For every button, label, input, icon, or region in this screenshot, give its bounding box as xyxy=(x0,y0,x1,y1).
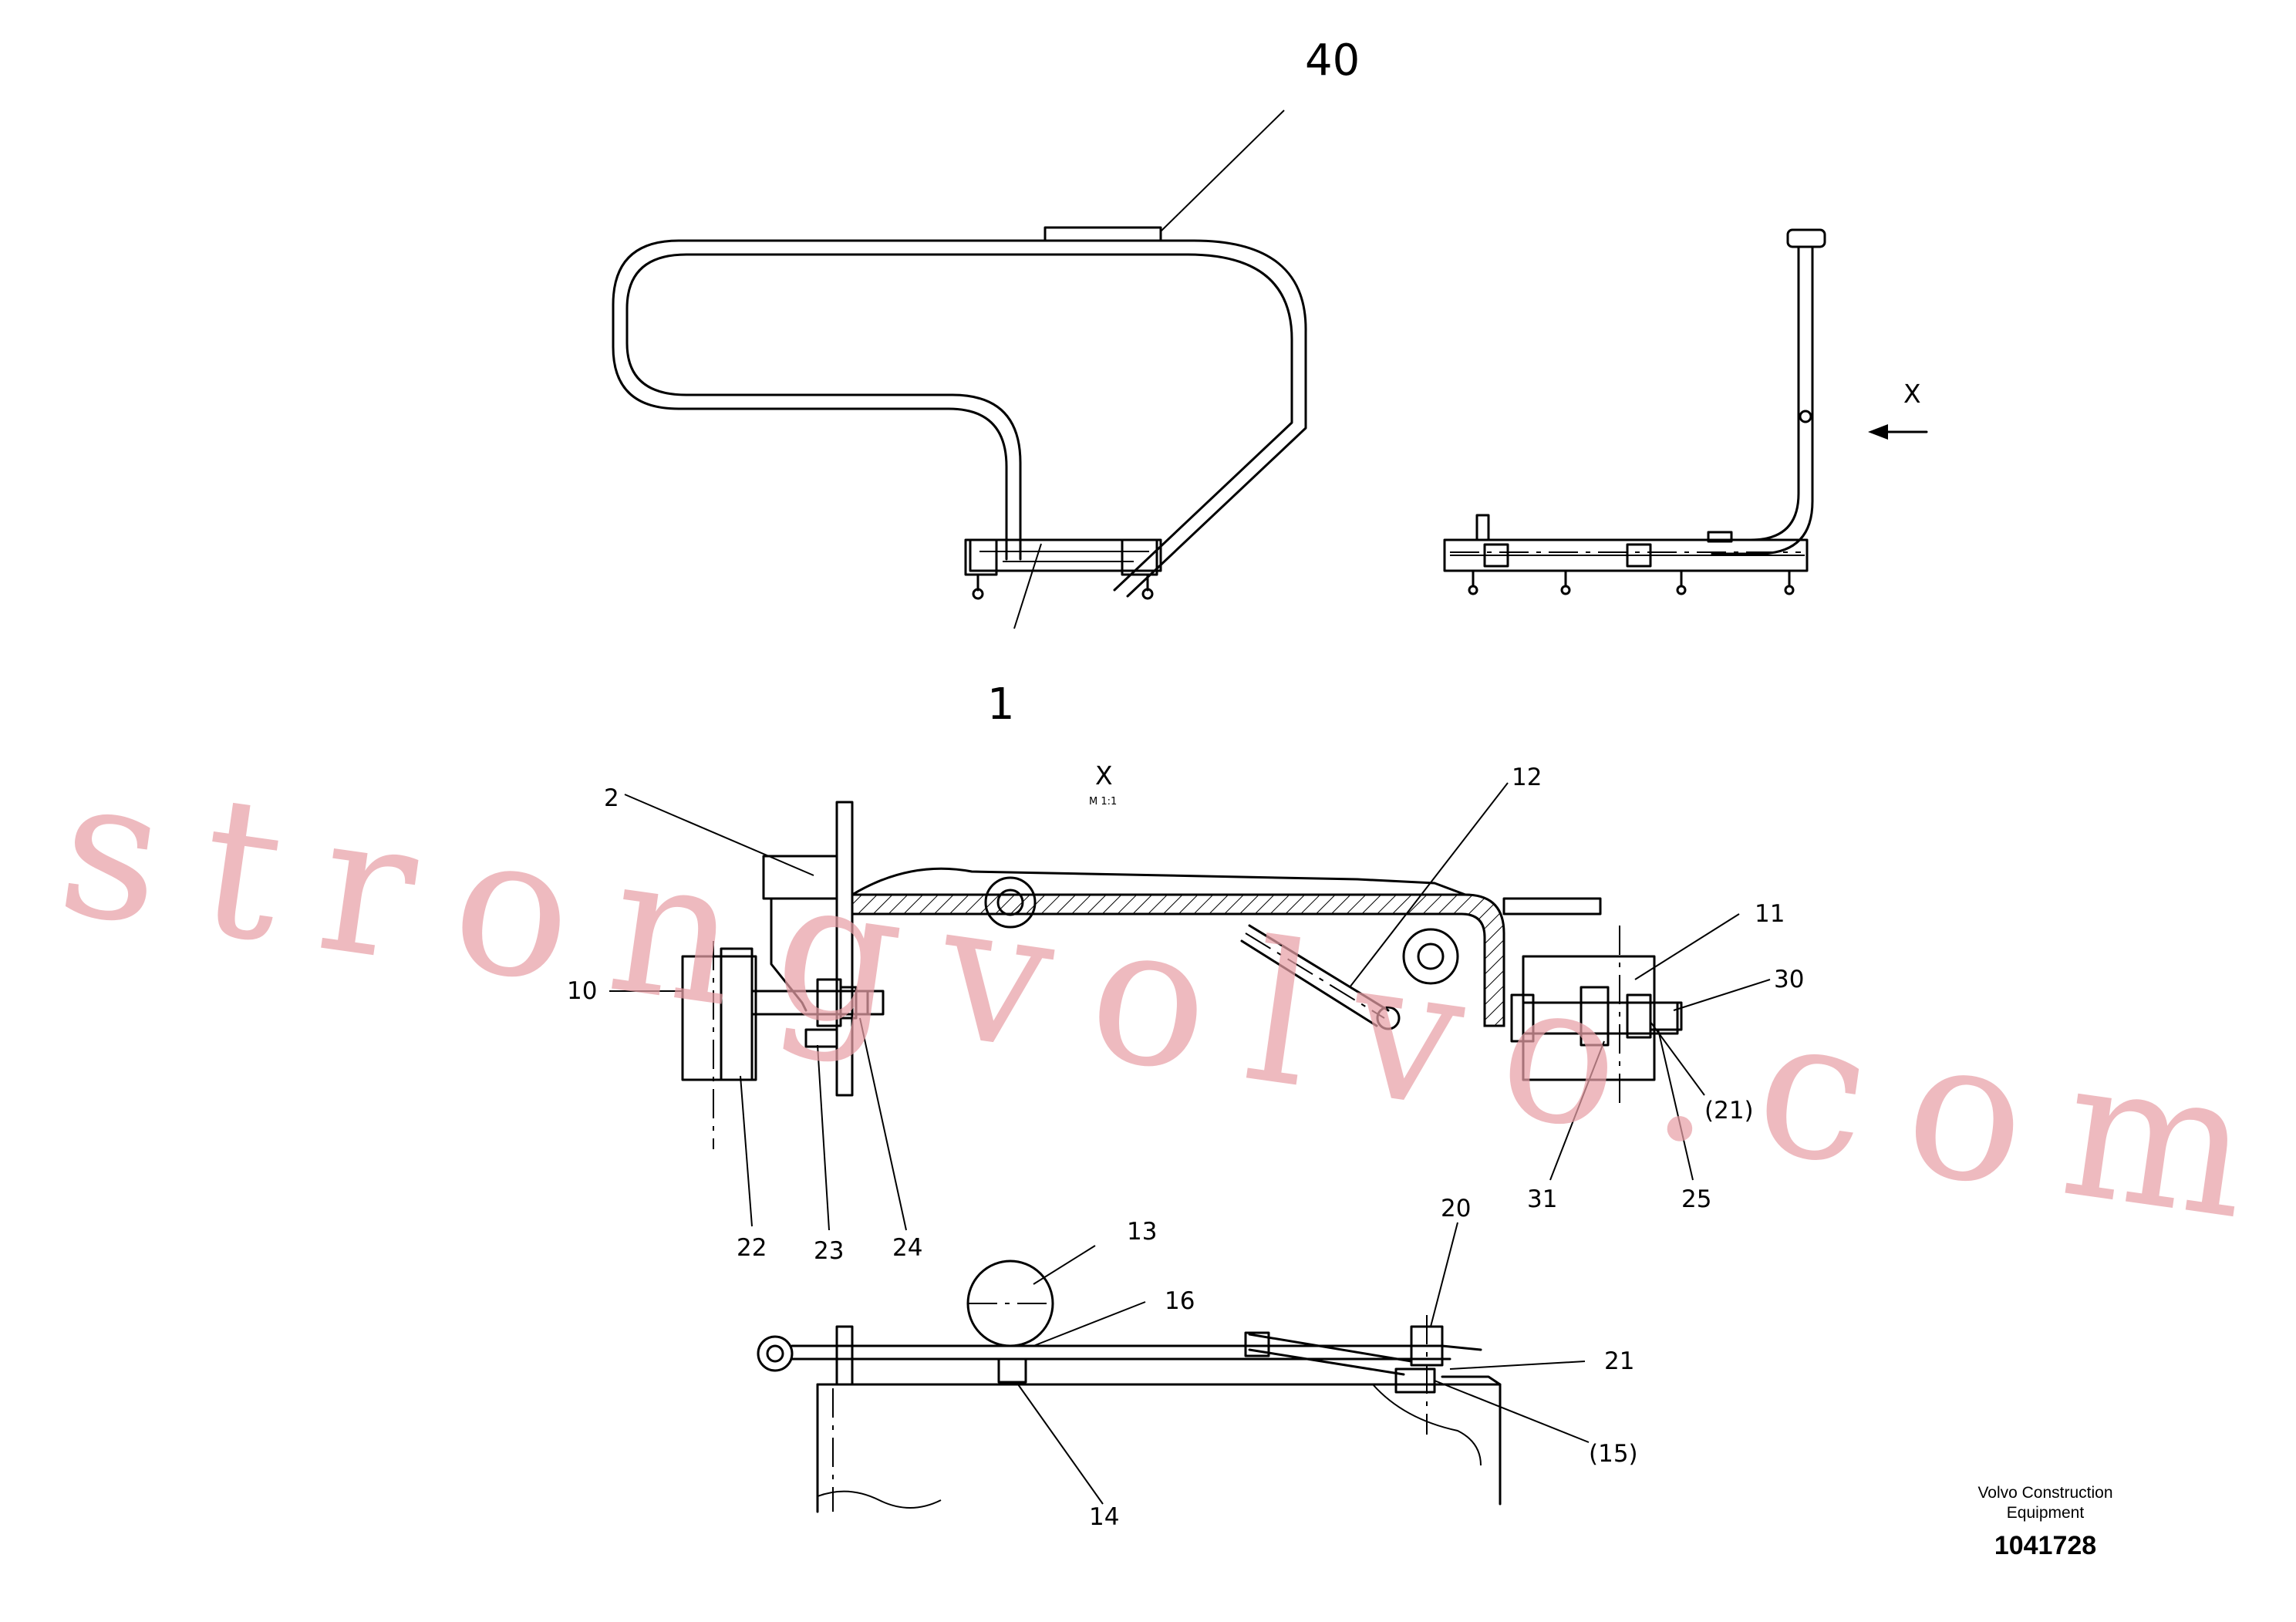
callout-15-ref: (15) xyxy=(1589,1440,1638,1468)
part-number: 1041728 xyxy=(1994,1531,2096,1560)
maker-name-line2: Equipment xyxy=(2007,1504,2085,1522)
callout-30: 30 xyxy=(1774,966,1804,993)
view-arrow-label: X xyxy=(1903,379,1921,409)
callout-23: 23 xyxy=(814,1237,844,1265)
callout-14: 14 xyxy=(1089,1503,1119,1531)
callout-1: 1 xyxy=(987,679,1015,730)
callout-25: 25 xyxy=(1681,1185,1711,1213)
callout-24: 24 xyxy=(892,1234,922,1262)
callout-16: 16 xyxy=(1165,1287,1195,1315)
callout-2: 2 xyxy=(604,784,619,812)
callout-31: 31 xyxy=(1527,1185,1557,1213)
view-scale: M 1:1 xyxy=(1089,796,1117,808)
leader-1 xyxy=(1013,543,1042,629)
callout-11: 11 xyxy=(1755,900,1785,928)
callout-22: 22 xyxy=(737,1234,767,1262)
arrow-head-icon xyxy=(1868,424,1888,440)
callout-13: 13 xyxy=(1127,1218,1157,1246)
maker-name-line1: Volvo Construction xyxy=(1977,1484,2112,1502)
lower-linkage-view xyxy=(757,1222,1590,1513)
callout-10: 10 xyxy=(567,977,597,1005)
leader-40 xyxy=(1160,110,1285,232)
rubber-block-left xyxy=(681,955,757,1081)
callout-21: 21 xyxy=(1604,1347,1634,1375)
callout-20: 20 xyxy=(1441,1195,1471,1222)
handrail-front-view xyxy=(612,110,1307,629)
callout-40: 40 xyxy=(1305,35,1360,86)
view-title: X xyxy=(1095,760,1113,791)
callout-12: 12 xyxy=(1512,764,1542,791)
grip-pad xyxy=(1043,226,1162,242)
section-view-x xyxy=(609,782,1771,1231)
handrail-side-view xyxy=(1443,228,1928,595)
watermark: strongvolvo.com xyxy=(48,733,2264,1262)
callout-21-ref: (21) xyxy=(1704,1097,1754,1125)
